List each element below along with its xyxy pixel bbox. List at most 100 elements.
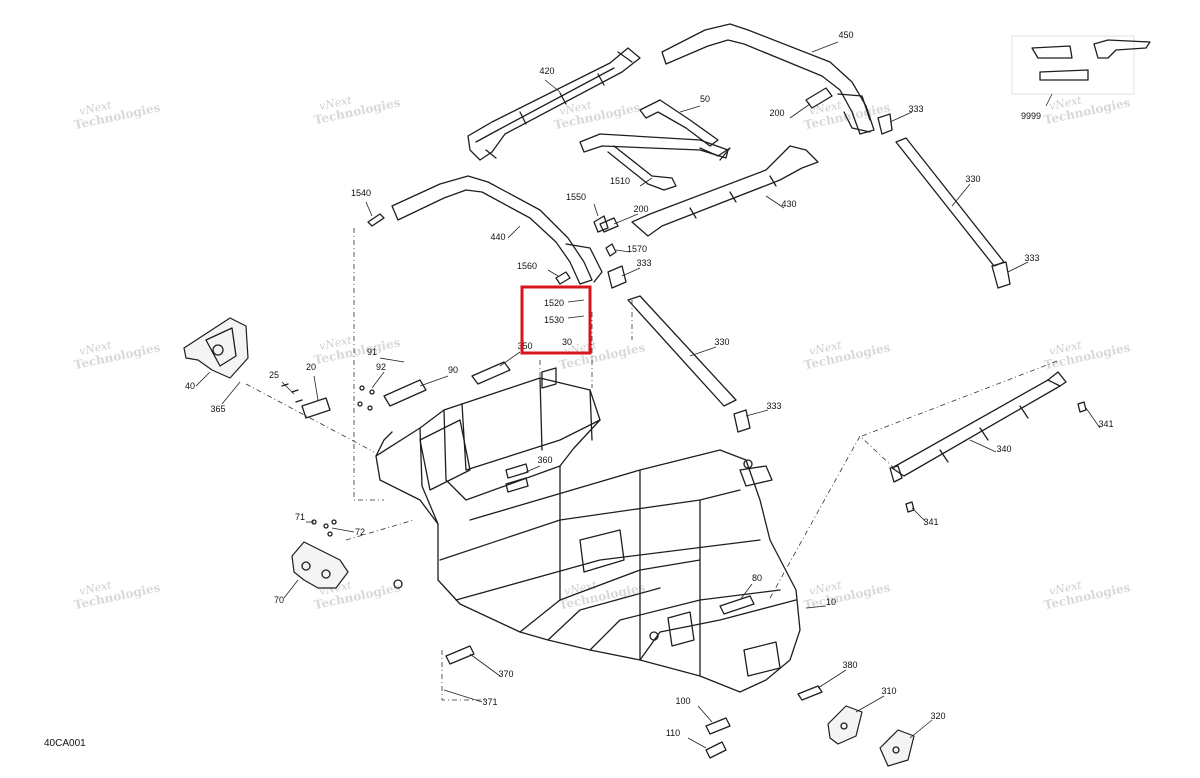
callout-310[interactable]: 310 bbox=[881, 686, 896, 696]
part-440-roll-bar[interactable] bbox=[391, 175, 603, 285]
part-40-bracket[interactable] bbox=[183, 317, 249, 379]
callout-341a[interactable]: 341 bbox=[1098, 419, 1113, 429]
callout-labels: 420 450 50 200 333 9999 1510 330 430 1540 1550 200 4… bbox=[185, 30, 1114, 738]
callout-360[interactable]: 360 bbox=[537, 455, 552, 465]
part-50-cross-bar-assembly[interactable] bbox=[579, 99, 731, 191]
callout-341b[interactable]: 341 bbox=[923, 517, 938, 527]
callout-380[interactable]: 380 bbox=[842, 660, 857, 670]
callout-1510[interactable]: 1510 bbox=[610, 176, 630, 186]
hardware-1540-bolt[interactable] bbox=[367, 213, 385, 227]
callout-9999[interactable]: 9999 bbox=[1021, 111, 1041, 121]
callout-365[interactable]: 365 bbox=[210, 404, 225, 414]
part-20-plate[interactable] bbox=[301, 397, 331, 419]
part-10-main-frame[interactable] bbox=[375, 377, 801, 693]
hardware-1550-clip[interactable] bbox=[593, 215, 609, 233]
callout-92[interactable]: 92 bbox=[376, 362, 386, 372]
part-100-clip[interactable] bbox=[705, 717, 731, 735]
assembly-dash-lines bbox=[245, 228, 1061, 701]
callout-330a[interactable]: 330 bbox=[965, 174, 980, 184]
part-380-pin[interactable] bbox=[797, 685, 823, 701]
part-200-tube-mid[interactable] bbox=[599, 217, 619, 233]
callout-100[interactable]: 100 bbox=[675, 696, 690, 706]
part-333-fitting-mid[interactable] bbox=[607, 265, 627, 289]
callout-1570[interactable]: 1570 bbox=[627, 244, 647, 254]
part-370-clip[interactable] bbox=[445, 645, 475, 665]
diagram-code: 40CA001 bbox=[44, 738, 86, 749]
part-80-clip[interactable] bbox=[719, 595, 755, 615]
part-430-side-bar[interactable] bbox=[631, 145, 819, 237]
callout-50[interactable]: 50 bbox=[700, 94, 710, 104]
callout-450[interactable]: 450 bbox=[838, 30, 853, 40]
callout-80[interactable]: 80 bbox=[752, 573, 762, 583]
leader-lines bbox=[195, 41, 1101, 749]
part-200-tube-upper[interactable] bbox=[805, 87, 833, 109]
callout-330b[interactable]: 330 bbox=[714, 337, 729, 347]
callout-1530[interactable]: 1530 bbox=[544, 315, 564, 325]
part-30-clip[interactable] bbox=[541, 367, 557, 389]
part-9999-decal-set[interactable] bbox=[1011, 35, 1151, 107]
part-350-link[interactable] bbox=[471, 361, 511, 385]
callout-91[interactable]: 91 bbox=[367, 347, 377, 357]
callout-40[interactable]: 40 bbox=[185, 381, 195, 391]
callout-1560[interactable]: 1560 bbox=[517, 261, 537, 271]
part-320-bracket[interactable] bbox=[879, 729, 915, 767]
callout-333a[interactable]: 333 bbox=[908, 104, 923, 114]
callout-71[interactable]: 71 bbox=[295, 512, 305, 522]
callout-110[interactable]: 110 bbox=[666, 728, 680, 738]
callout-370[interactable]: 370 bbox=[498, 669, 513, 679]
callout-440[interactable]: 440 bbox=[490, 232, 505, 242]
callout-420[interactable]: 420 bbox=[539, 66, 554, 76]
callout-333b[interactable]: 333 bbox=[1024, 253, 1039, 263]
callout-320[interactable]: 320 bbox=[930, 711, 945, 721]
hardware-341-upper[interactable] bbox=[1077, 401, 1087, 413]
part-110-clip[interactable] bbox=[705, 741, 727, 759]
callout-90[interactable]: 90 bbox=[448, 365, 458, 375]
callout-430[interactable]: 430 bbox=[781, 199, 796, 209]
callout-340[interactable]: 340 bbox=[996, 444, 1011, 454]
part-340-rear-bar[interactable] bbox=[889, 371, 1067, 483]
callout-200b[interactable]: 200 bbox=[633, 204, 648, 214]
callout-333c[interactable]: 333 bbox=[636, 258, 651, 268]
callout-30[interactable]: 30 bbox=[562, 337, 572, 347]
hardware-341-lower[interactable] bbox=[905, 501, 915, 513]
part-333-fitting-upper[interactable] bbox=[877, 113, 893, 135]
callout-350[interactable]: 350 bbox=[517, 341, 532, 351]
hardware-91-92[interactable] bbox=[357, 385, 375, 411]
hardware-1560-bolt[interactable] bbox=[555, 271, 571, 285]
part-70-bracket[interactable] bbox=[291, 541, 349, 589]
part-360-links[interactable] bbox=[505, 463, 529, 493]
callout-1550[interactable]: 1550 bbox=[566, 192, 586, 202]
callout-70[interactable]: 70 bbox=[274, 595, 284, 605]
callout-200a[interactable]: 200 bbox=[769, 108, 784, 118]
callout-371[interactable]: 371 bbox=[482, 697, 497, 707]
part-330-middle-rod[interactable] bbox=[627, 295, 751, 433]
callout-25[interactable]: 25 bbox=[269, 370, 279, 380]
part-90-bracket[interactable] bbox=[383, 379, 427, 407]
callout-10[interactable]: 10 bbox=[826, 597, 836, 607]
callout-1540[interactable]: 1540 bbox=[351, 188, 371, 198]
part-310-bracket[interactable] bbox=[827, 705, 863, 745]
highlight-box bbox=[520, 285, 592, 355]
callout-1520[interactable]: 1520 bbox=[544, 298, 564, 308]
callout-72[interactable]: 72 bbox=[355, 527, 365, 537]
part-330-long-rod[interactable] bbox=[895, 137, 1011, 289]
callout-20[interactable]: 20 bbox=[306, 362, 316, 372]
part-450-roll-bar[interactable] bbox=[661, 23, 875, 135]
callout-333d[interactable]: 333 bbox=[766, 401, 781, 411]
part-420-cage-bar[interactable] bbox=[467, 47, 641, 161]
hardware-25-bolts[interactable] bbox=[281, 383, 303, 403]
hardware-1570-bolt[interactable] bbox=[605, 243, 617, 257]
